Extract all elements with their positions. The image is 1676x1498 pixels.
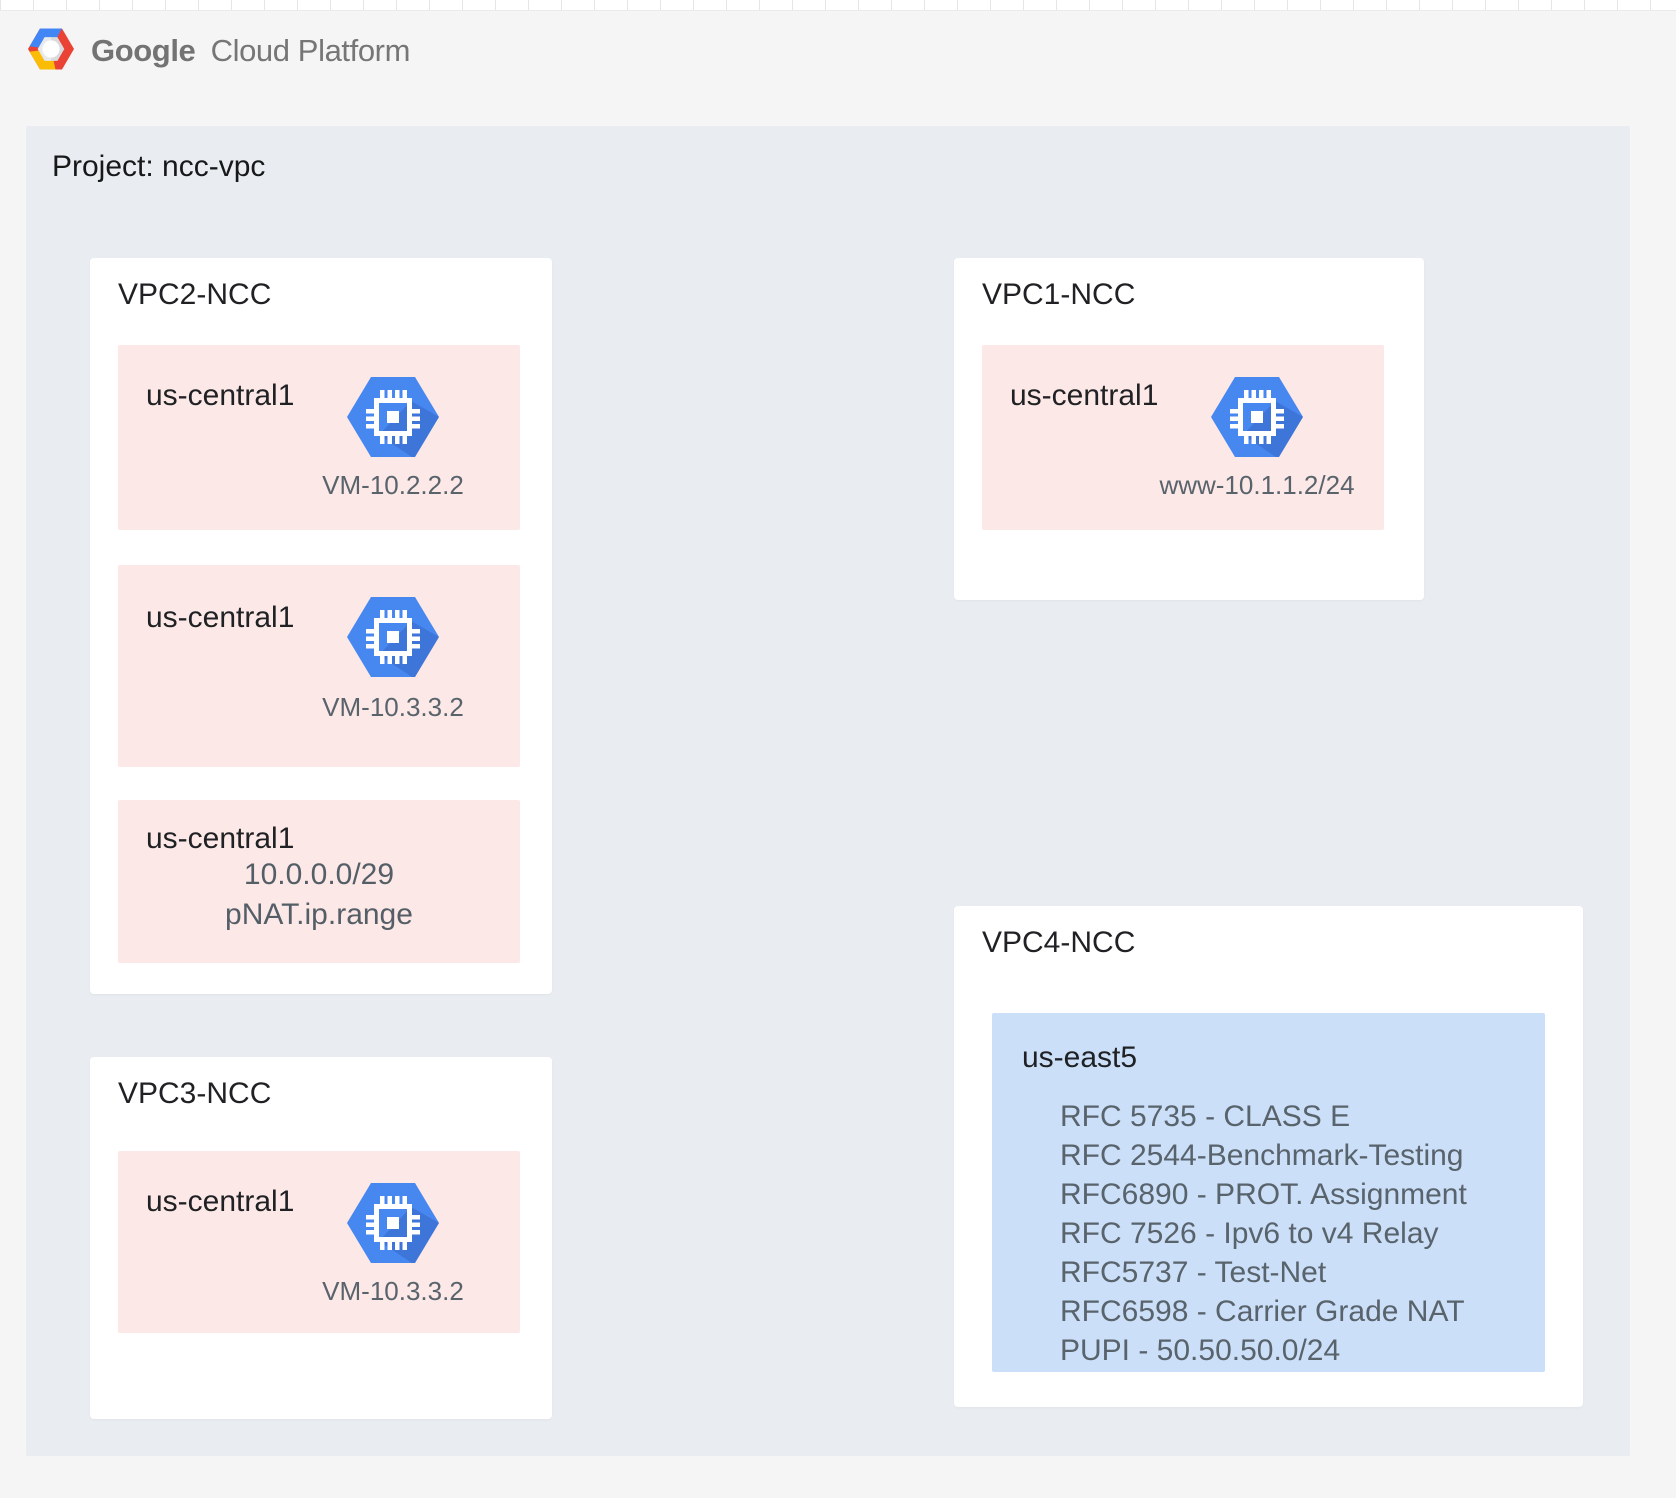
vpc4-region-name: us-east5 (1022, 1041, 1138, 1074)
vpc2-region-1-instance-label: VM-10.2.2.2 (322, 470, 464, 500)
vpc4-region (992, 1013, 1545, 1372)
vpc4-title: VPC4-NCC (982, 926, 1136, 959)
project-label: Project: ncc-vpc (52, 150, 266, 183)
rfc-entry: PUPI - 50.50.50.0/24 (1060, 1334, 1341, 1367)
vpc3-region-instance-label: VM-10.3.3.2 (322, 1276, 464, 1306)
vpc2-region-3-pnat-label: pNAT.ip.range (225, 898, 413, 931)
vpc2-title: VPC2-NCC (118, 278, 272, 311)
vpc2-region-3-name: us-central1 (146, 822, 295, 855)
logo-brand: Google (91, 33, 196, 68)
vpc2-region-2 (118, 565, 520, 767)
vpc3-region (118, 1151, 520, 1333)
vpc2-region-3 (118, 800, 520, 963)
vpc1-region-instance-label: www-10.1.1.2/24 (1159, 470, 1355, 500)
rfc-entry: RFC6598 - Carrier Grade NAT (1060, 1295, 1465, 1328)
rfc-entry: RFC5737 - Test-Net (1060, 1256, 1327, 1289)
rfc-entry: RFC 2544-Benchmark-Testing (1060, 1139, 1464, 1172)
logo-suffix: Cloud Platform (210, 33, 411, 68)
compute-engine-icon (345, 1181, 441, 1265)
vpc1-region-name: us-central1 (1010, 379, 1159, 412)
vpc3-title: VPC3-NCC (118, 1077, 272, 1110)
vpc2-region-3-ip-range: 10.0.0.0/29 (243, 858, 395, 891)
vpc2-region-1-name: us-central1 (146, 379, 295, 412)
compute-engine-icon (345, 595, 441, 679)
vpc2-region-2-instance-label: VM-10.3.3.2 (322, 692, 464, 722)
compute-engine-icon (1209, 375, 1305, 459)
rfc-entry: RFC6890 - PROT. Assignment (1060, 1178, 1467, 1211)
vpc2-region-1 (118, 345, 520, 530)
vpc4-rfc-list: RFC 5735 - CLASS E RFC 2544-Benchmark-Te… (1060, 1097, 1467, 1370)
rfc-entry: RFC 5735 - CLASS E (1060, 1100, 1351, 1133)
vpc1-title: VPC1-NCC (982, 278, 1136, 311)
gcp-logo-text: Google Cloud Platform (91, 33, 410, 69)
spreadsheet-grid-strip (0, 0, 1676, 11)
gcp-logo: Google Cloud Platform (27, 27, 410, 75)
vpc3-region-name: us-central1 (146, 1185, 295, 1218)
rfc-entry: RFC 7526 - Ipv6 to v4 Relay (1060, 1217, 1439, 1250)
vpc1-region (982, 345, 1384, 530)
gcp-logo-hexagon-icon (27, 25, 75, 78)
compute-engine-icon (345, 375, 441, 459)
vpc2-region-2-name: us-central1 (146, 601, 295, 634)
